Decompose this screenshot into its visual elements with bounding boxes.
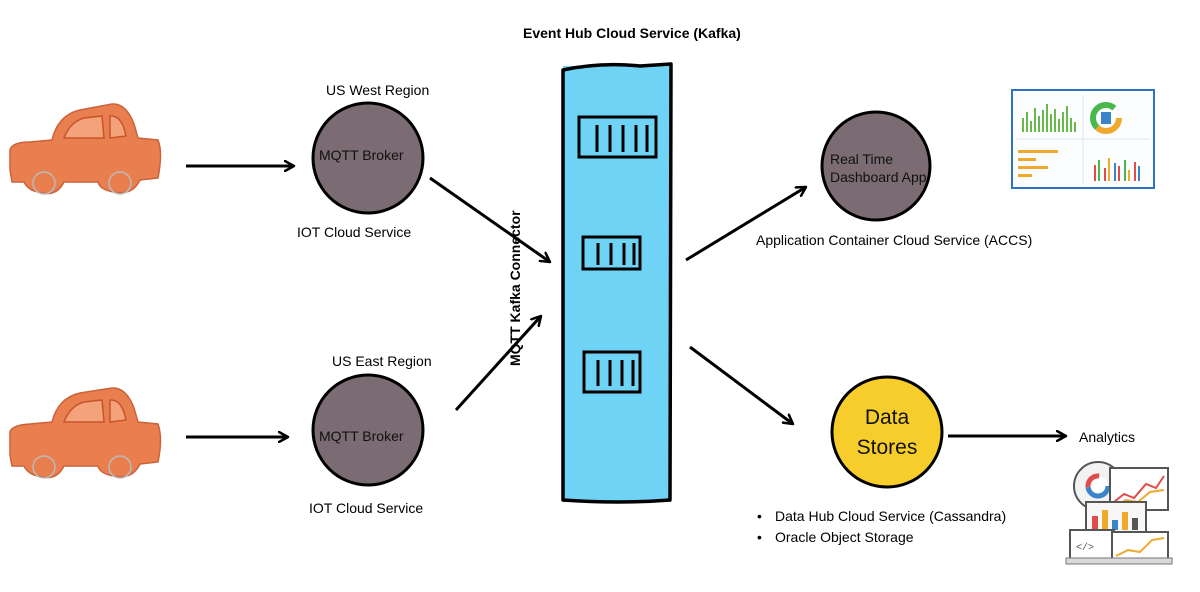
arrow (685, 185, 806, 262)
car-icon (9, 103, 162, 195)
mqtt-broker-east (311, 373, 425, 487)
partition-icon (581, 235, 642, 271)
data-stores-line1: Data (864, 406, 910, 429)
data-stores-list: Data Hub Cloud Service (Cassandra) Oracl… (755, 506, 1006, 548)
east-region-label: US East Region (332, 353, 432, 369)
car-icon (9, 387, 162, 479)
dashboard-line1: Real Time (830, 151, 894, 167)
analytics-label: Analytics (1079, 429, 1136, 445)
east-service-label: IOT Cloud Service (309, 500, 424, 516)
arrow (429, 176, 550, 262)
dashboard-thumbnail-icon (1011, 89, 1155, 189)
arrow (454, 316, 541, 412)
west-service-label: IOT Cloud Service (297, 224, 412, 240)
svg-text:</>: </> (1076, 542, 1094, 554)
data-stores-circle (830, 375, 944, 489)
partition-icon (577, 115, 658, 159)
event-hub-column (561, 62, 673, 504)
partition-icon (582, 350, 642, 394)
connector-label: MQTT Kafka Connector (507, 210, 523, 366)
west-broker-label: MQTT Broker (319, 147, 404, 163)
dashboard-app-circle (820, 110, 932, 222)
event-hub-title: Event Hub Cloud Service (Kafka) (523, 25, 741, 41)
dashboard-line2: Dashboard App (830, 169, 927, 185)
analytics-icon: </> (1065, 461, 1173, 565)
mqtt-broker-west (311, 101, 425, 215)
arrow (689, 345, 793, 424)
accs-label: Application Container Cloud Service (ACC… (756, 232, 1033, 248)
list-item: Data Hub Cloud Service (Cassandra) (755, 506, 1006, 527)
east-broker-label: MQTT Broker (319, 428, 404, 444)
data-stores-line2: Stores (856, 436, 918, 459)
west-region-label: US West Region (326, 82, 430, 98)
list-item: Oracle Object Storage (755, 527, 1006, 548)
